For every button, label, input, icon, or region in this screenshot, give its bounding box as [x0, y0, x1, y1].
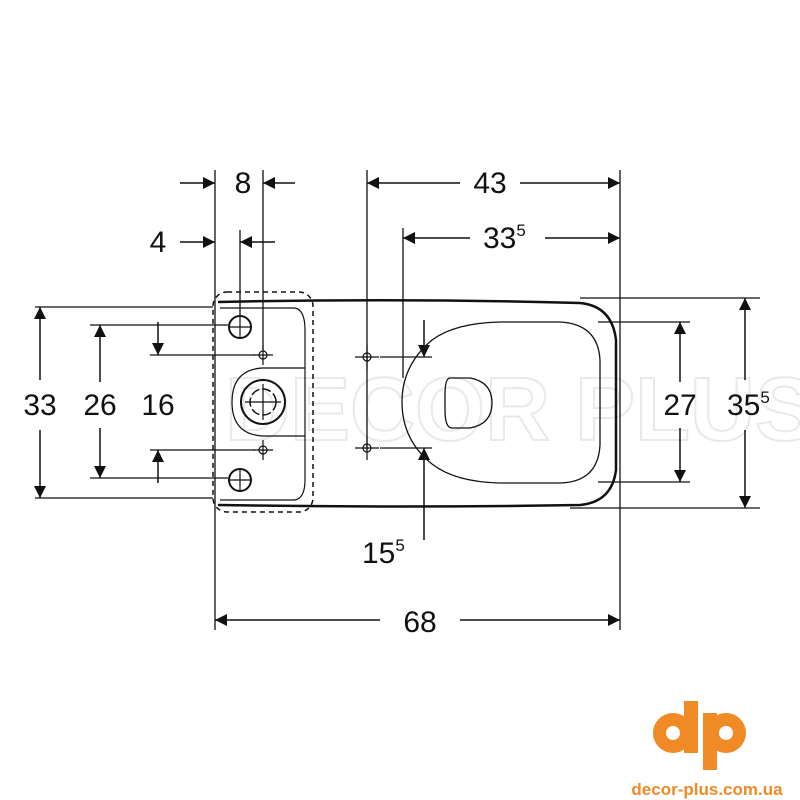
- toilet-outline: [212, 291, 618, 513]
- dimension-lines: [34, 177, 751, 626]
- seat-outline: [401, 321, 601, 484]
- logo-site-text: decor-plus.com.ua: [631, 780, 783, 799]
- dim-8: 8: [235, 167, 252, 200]
- dim-33: 33: [23, 389, 56, 422]
- flush-valve: [240, 379, 286, 425]
- dim-68: 68: [403, 606, 436, 639]
- dim-16: 16: [141, 389, 174, 422]
- decor-plus-logo: decor-plus.com.ua: [631, 701, 783, 799]
- dim-26: 26: [83, 389, 116, 422]
- seat-opening: [444, 377, 493, 429]
- dim-33-5: 335: [483, 221, 526, 255]
- watermark: DECOR PLUS: [225, 360, 800, 460]
- dim-35-5: 355: [727, 388, 770, 422]
- dim-43: 43: [473, 167, 506, 200]
- dimension-labels: 8 4 43 335 33 26 16 27 355 155 68: [23, 167, 770, 639]
- dim-15-5: 155: [362, 536, 405, 570]
- dim-27: 27: [663, 389, 696, 422]
- dim-4: 4: [150, 226, 167, 259]
